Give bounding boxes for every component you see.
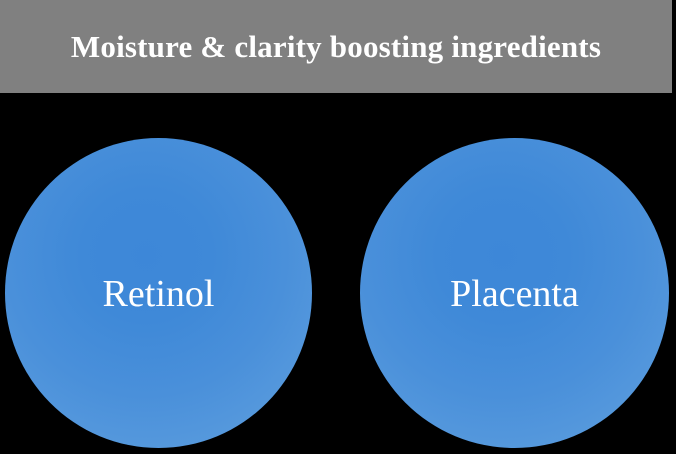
- ingredient-label: Placenta: [450, 273, 579, 315]
- ingredient-label: Retinol: [102, 273, 215, 315]
- page-title: Moisture & clarity boosting ingredients: [70, 29, 602, 65]
- ingredient-circle-placenta[interactable]: Placenta: [360, 138, 669, 448]
- header-banner: Moisture & clarity boosting ingredients: [0, 0, 672, 93]
- ingredient-circle-retinol[interactable]: Retinol: [5, 138, 312, 448]
